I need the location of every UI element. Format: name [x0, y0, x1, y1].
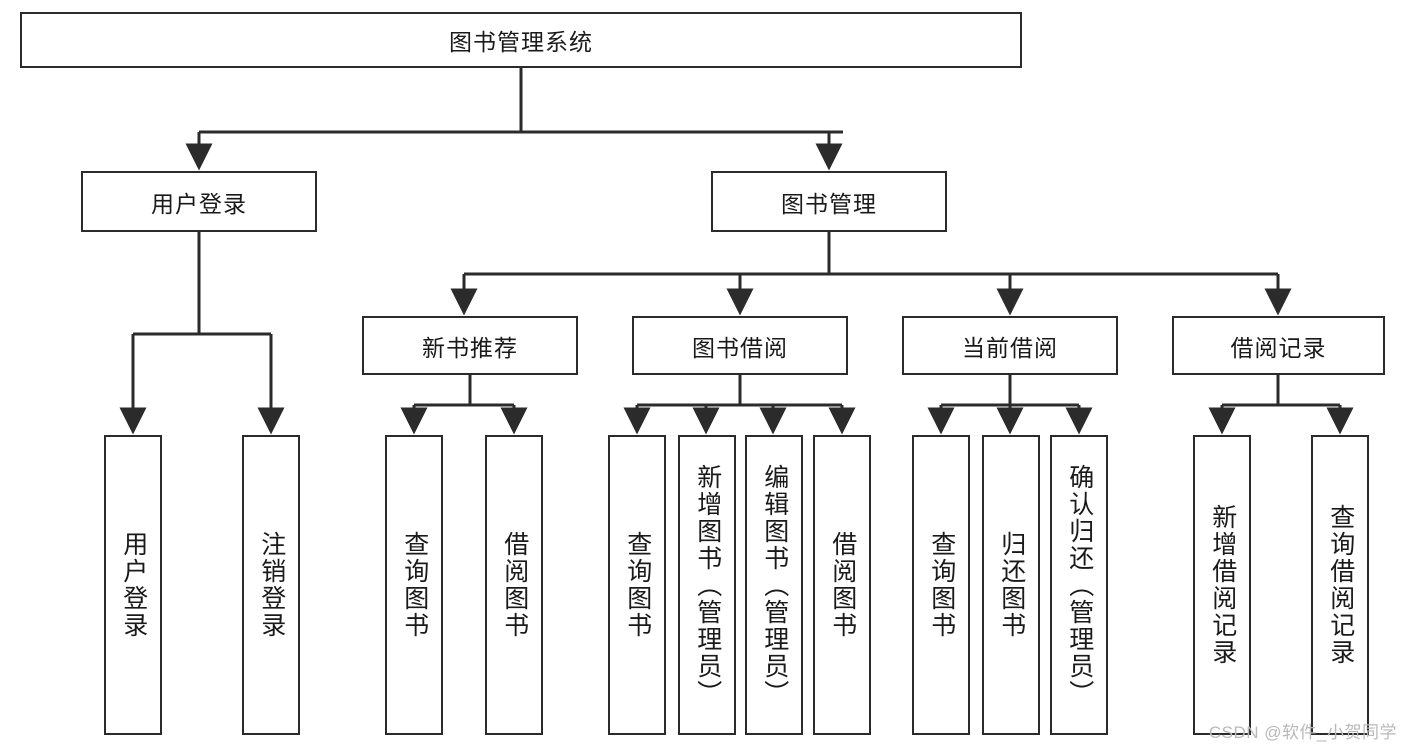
edge-root-to-level2 [185, 68, 843, 171]
node-label: 图书借阅 [692, 334, 788, 361]
node-book-management[interactable]: 图书管理 [711, 171, 947, 232]
csdn-watermark: CSDN @软件_小贺同学 [1208, 723, 1397, 742]
edge-userlogin-to-leaves [119, 232, 285, 435]
leaf-return-book[interactable]: 归还图书 [982, 435, 1040, 735]
leaf-edit-book-admin[interactable]: 编辑图书（管理员） [745, 435, 803, 735]
leaf-query-book-newbook[interactable]: 查询图书 [385, 435, 443, 735]
node-label: 借阅图书 [828, 531, 857, 639]
node-new-book-recommend[interactable]: 新书推荐 [362, 316, 578, 375]
node-label: 确认归还（管理员） [1065, 463, 1094, 707]
node-label: 用户登录 [151, 190, 247, 217]
node-label: 查询图书 [623, 531, 652, 639]
leaf-query-book-borrow[interactable]: 查询图书 [608, 435, 666, 735]
leaf-confirm-return-admin[interactable]: 确认归还（管理员） [1050, 435, 1108, 735]
leaf-query-book-current[interactable]: 查询图书 [912, 435, 970, 735]
edge-bookmgmt-to-level3 [450, 232, 1292, 316]
node-label: 新增借阅记录 [1208, 504, 1237, 666]
node-label: 查询图书 [927, 531, 956, 639]
node-label: 新书推荐 [422, 334, 518, 361]
node-label: 归还图书 [997, 531, 1026, 639]
node-label: 新增图书（管理员） [693, 463, 722, 707]
leaf-add-borrow-record[interactable]: 新增借阅记录 [1193, 435, 1251, 735]
leaf-user-login[interactable]: 用户登录 [104, 435, 162, 735]
node-label: 借阅记录 [1230, 334, 1327, 361]
leaf-borrow-book-newbook[interactable]: 借阅图书 [485, 435, 543, 735]
edge-bookborrow-to-leaves [623, 375, 856, 435]
leaf-logout[interactable]: 注销登录 [242, 435, 300, 735]
leaf-add-book-admin[interactable]: 新增图书（管理员） [678, 435, 736, 735]
node-label: 借阅图书 [500, 531, 529, 639]
node-label: 编辑图书（管理员） [760, 463, 789, 707]
node-borrow-record[interactable]: 借阅记录 [1172, 316, 1385, 375]
node-user-login[interactable]: 用户登录 [81, 171, 317, 232]
node-current-borrow[interactable]: 当前借阅 [902, 316, 1118, 375]
edge-currentborrow-to-leaves [927, 375, 1093, 435]
node-label: 注销登录 [257, 531, 286, 639]
edge-newbook-to-leaves [400, 375, 528, 435]
node-label: 查询借阅记录 [1326, 504, 1355, 666]
leaf-borrow-book[interactable]: 借阅图书 [813, 435, 871, 735]
node-root-book-management-system[interactable]: 图书管理系统 [20, 12, 1022, 68]
node-book-borrow[interactable]: 图书借阅 [632, 316, 848, 375]
leaf-query-borrow-record[interactable]: 查询借阅记录 [1311, 435, 1369, 735]
edge-borrowrecord-to-leaves [1208, 375, 1354, 435]
node-label: 当前借阅 [962, 334, 1058, 361]
node-label: 图书管理系统 [449, 29, 593, 55]
node-label: 图书管理 [781, 190, 877, 217]
node-label: 查询图书 [400, 531, 429, 639]
node-label: 用户登录 [119, 531, 148, 639]
